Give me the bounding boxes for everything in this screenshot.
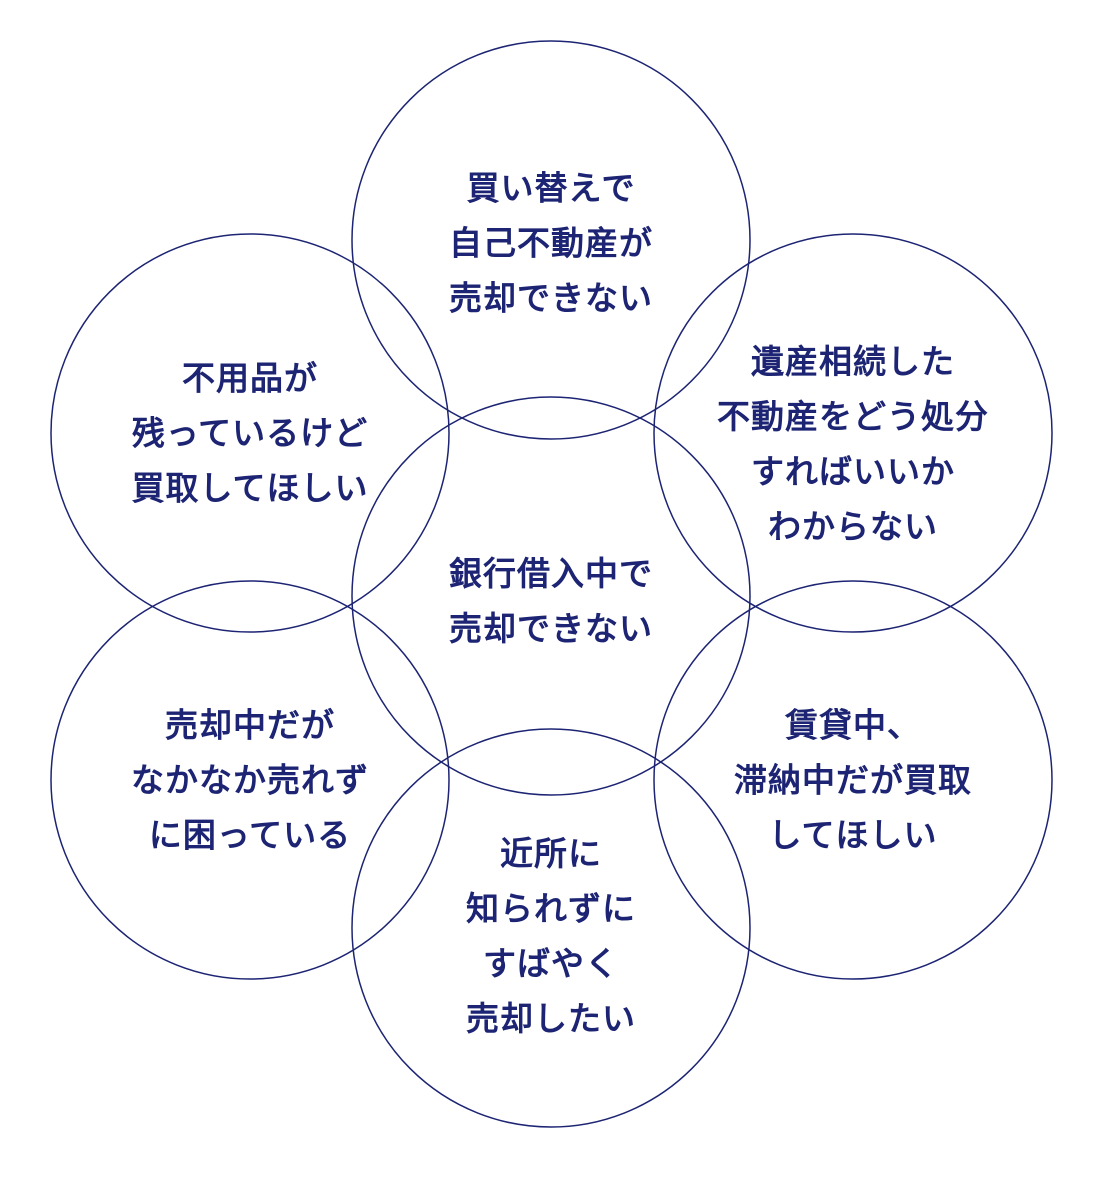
- circle-lower-right: [653, 580, 1053, 980]
- circle-center: [351, 396, 751, 796]
- circle-text-top: 買い替えで 自己不動産が 売却できない: [449, 161, 653, 326]
- circle-text-bottom: 近所に 知られずに すばやく 売却したい: [466, 826, 636, 1046]
- text-line: 売却中だが: [165, 705, 335, 745]
- text-line: 知られずに: [466, 889, 636, 928]
- text-line: 遺産相続した: [751, 342, 955, 381]
- circle-text-lower-right: 賃貸中、 滞納中だが買取 してほしい: [734, 698, 972, 863]
- text-line: 不用品が: [181, 358, 318, 398]
- circle-upper-left: [50, 233, 450, 633]
- text-line: 売却できない: [449, 609, 653, 648]
- text-line: なかなか売れず: [131, 760, 369, 800]
- text-line: すばやく: [483, 944, 619, 983]
- text-line: 買取してほしい: [131, 468, 369, 508]
- circle-text-center: 銀行借入中で 売却できない: [449, 546, 653, 656]
- text-line: 売却できない: [449, 278, 653, 318]
- text-line: 売却したい: [466, 999, 636, 1038]
- text-line: してほしい: [768, 815, 938, 855]
- circle-top: [351, 40, 751, 440]
- text-line: 銀行借入中で: [449, 554, 653, 593]
- circle-text-upper-left: 不用品が 残っているけど 買取してほしい: [131, 351, 368, 516]
- text-line: 不動産をどう処分: [717, 397, 989, 436]
- text-line: すればいいか: [751, 452, 955, 491]
- text-line: 自己不動産が: [449, 223, 653, 263]
- text-line: 残っているけど: [131, 413, 369, 453]
- text-line: に困っている: [148, 815, 352, 855]
- text-line: 滞納中だが買取: [734, 760, 972, 800]
- circle-text-upper-right: 遺産相続した 不動産をどう処分 すればいいか わからない: [717, 334, 989, 554]
- circle-bottom: [351, 728, 751, 1128]
- circle-text-lower-left: 売却中だが なかなか売れず に困っている: [131, 698, 369, 863]
- circle-upper-right: [653, 233, 1053, 633]
- circle-lower-left: [50, 580, 450, 980]
- text-line: わからない: [768, 507, 938, 546]
- text-line: 買い替えで: [466, 168, 636, 208]
- text-line: 近所に: [500, 834, 602, 873]
- text-line: 賃貸中、: [785, 705, 921, 745]
